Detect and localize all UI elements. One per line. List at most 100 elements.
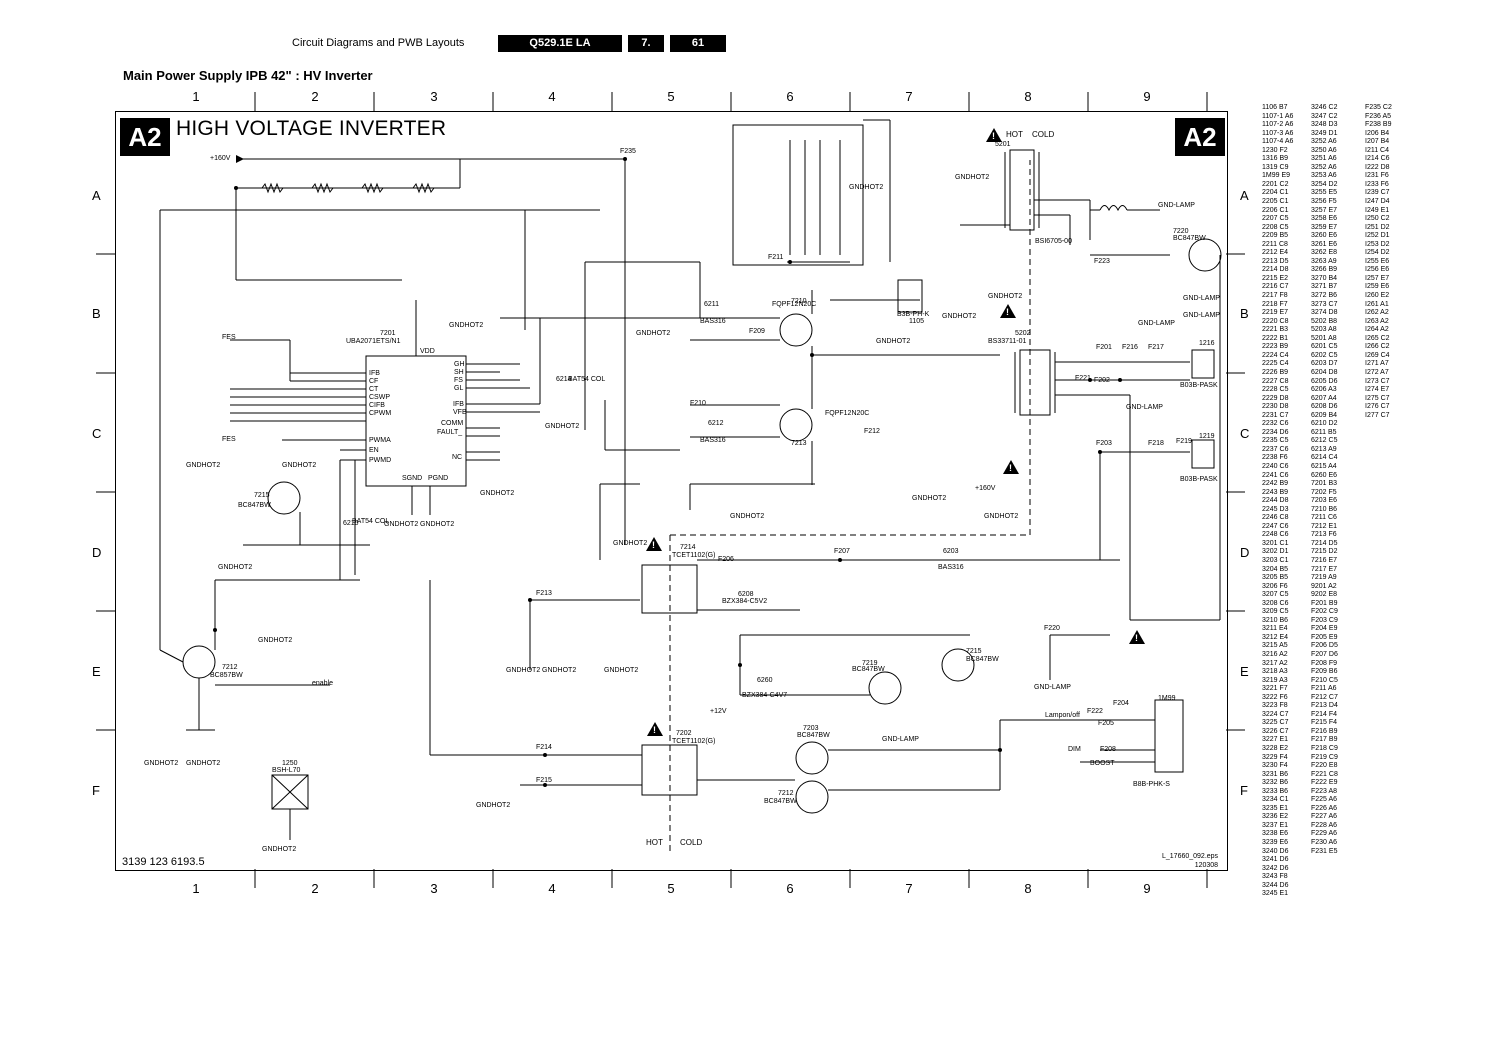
file-ref-date: 120308	[1194, 862, 1219, 869]
pin-cf: CF	[369, 378, 379, 385]
t5202-ref: 5202	[1015, 330, 1031, 337]
node-f221: F221	[1075, 375, 1091, 382]
gndhot-8: GNDHOT2	[545, 423, 580, 430]
pin-nc: NC	[452, 454, 463, 461]
node-f217: F217	[1148, 344, 1164, 351]
coil1250-ref: 1250	[282, 760, 298, 767]
conn1105-type: B3B-PH-K	[897, 311, 930, 318]
q7215-ref: 7215	[254, 492, 270, 499]
t5202-type: BS33711-01	[988, 338, 1027, 345]
label-hot: HOT	[1006, 130, 1023, 139]
pin-fault: FAULT_	[437, 429, 463, 436]
d6260-ref: 6260	[757, 677, 773, 684]
label-lampon: Lampon/off	[1045, 712, 1080, 719]
gndhot-13: GNDHOT2	[420, 521, 455, 528]
col-tick: 6	[786, 881, 794, 896]
gndhot-7: GNDHOT2	[988, 293, 1023, 300]
row-tick: C	[1240, 426, 1250, 441]
label-hot-b: HOT	[646, 838, 663, 847]
q7212-type: BC857BW	[210, 672, 243, 679]
node-f202: F202	[1094, 377, 1110, 384]
label-v12: +12V	[710, 708, 727, 715]
gndhot-4: GNDHOT2	[636, 330, 671, 337]
row-tick: B	[92, 306, 101, 321]
header-page-box: 61	[670, 35, 726, 52]
node-f223: F223	[1094, 258, 1110, 265]
conn1m99-ref: 1M99	[1158, 695, 1176, 702]
warning-icon	[1003, 460, 1019, 474]
col-tick: 1	[192, 881, 200, 896]
row-tick: F	[1240, 783, 1248, 798]
gndhot-23: GNDHOT2	[144, 760, 179, 767]
col-tick: 4	[548, 881, 556, 896]
gndhot-17: GNDHOT2	[613, 540, 648, 547]
sheet-title: HIGH VOLTAGE INVERTER	[176, 117, 447, 140]
pin-fs: FS	[454, 377, 463, 384]
q7212b-ref: 7212	[778, 790, 794, 797]
pin-cifb: CIFB	[369, 402, 385, 409]
d6203-ref: 6203	[943, 548, 959, 555]
file-reference: L_17660_092.eps 120308	[1162, 852, 1218, 870]
col-tick: 3	[430, 881, 438, 896]
col-tick: 9	[1143, 881, 1151, 896]
gndhot-26: GNDHOT2	[262, 846, 297, 853]
d6212-ref: 6212	[708, 420, 724, 427]
gndhot-2: GNDHOT2	[849, 184, 884, 191]
ic7201-type: UBA2071ETS/N1	[346, 338, 401, 345]
pin-en: EN	[369, 447, 379, 454]
node-f207: F207	[834, 548, 850, 555]
q7203-ref: 7203	[803, 725, 819, 732]
label-v160: +160V	[210, 155, 231, 162]
q7210-type: FQPF12N20C	[772, 301, 817, 308]
row-tick: D	[1240, 545, 1250, 560]
gndhot-25: GNDHOT2	[476, 802, 511, 809]
node-f206: F206	[718, 556, 734, 563]
gnd-lamp-1: GND-LAMP	[1158, 202, 1195, 209]
q7202-ref: 7202	[676, 730, 692, 737]
header-chapter-box: 7.	[628, 35, 664, 52]
conn1105-ref: 1105	[909, 318, 925, 325]
xref-column-1: 1106 B7 1107-1 A6 1107-2 A6 1107-3 A6 11…	[1262, 104, 1294, 898]
file-ref-name: L_17660_092.eps	[1162, 853, 1219, 860]
pin-gl: GL	[454, 385, 464, 392]
schematic-frame	[115, 111, 1228, 871]
d6208-ref: 6208	[738, 591, 754, 598]
conn1219-type: B03B-PASK	[1180, 476, 1218, 483]
q7220-type: BC847BW	[1173, 235, 1206, 242]
pin-sh: SH	[454, 369, 464, 376]
node-f208: F208	[1100, 746, 1116, 753]
t5201-ref: 5201	[995, 141, 1011, 148]
gndhot-11: GNDHOT2	[480, 490, 515, 497]
col-tick: 2	[311, 881, 319, 896]
row-tick: E	[92, 664, 101, 679]
col-tick: 3	[430, 89, 438, 104]
warning-icon	[646, 537, 662, 551]
node-fes-2: FES	[222, 436, 236, 443]
q7210-ref: 7210	[791, 298, 807, 305]
pin-comm: COMM	[441, 420, 464, 427]
row-tick: A	[92, 188, 101, 203]
node-f218: F218	[1148, 440, 1164, 447]
d6203-type: BAS316	[938, 564, 964, 571]
pin-ifb: IFB	[369, 370, 380, 377]
gndhot-1: GNDHOT2	[955, 174, 990, 181]
gndhot-10: GNDHOT2	[282, 462, 317, 469]
gnd-lamp-2: GND-LAMP	[1183, 295, 1220, 302]
col-tick: 7	[905, 89, 913, 104]
node-f213: F213	[536, 590, 552, 597]
sheet-badge-right: A2	[1175, 118, 1225, 156]
gndhot-19: GNDHOT2	[258, 637, 293, 644]
node-f210: F210	[690, 400, 706, 407]
d6260-type: BZX384-C4V7	[742, 692, 788, 699]
d6211-ref: 6211	[704, 301, 720, 308]
ic7201-ref: 7201	[380, 330, 396, 337]
gnd-lamp-7: GND-LAMP	[882, 736, 919, 743]
node-f212: F212	[864, 428, 880, 435]
row-tick: F	[92, 783, 100, 798]
pin-gh: GH	[454, 361, 465, 368]
pin-pgnd: PGND	[428, 475, 449, 482]
grid-tick-marks	[96, 92, 1245, 888]
node-f203: F203	[1096, 440, 1112, 447]
node-f201: F201	[1096, 344, 1112, 351]
